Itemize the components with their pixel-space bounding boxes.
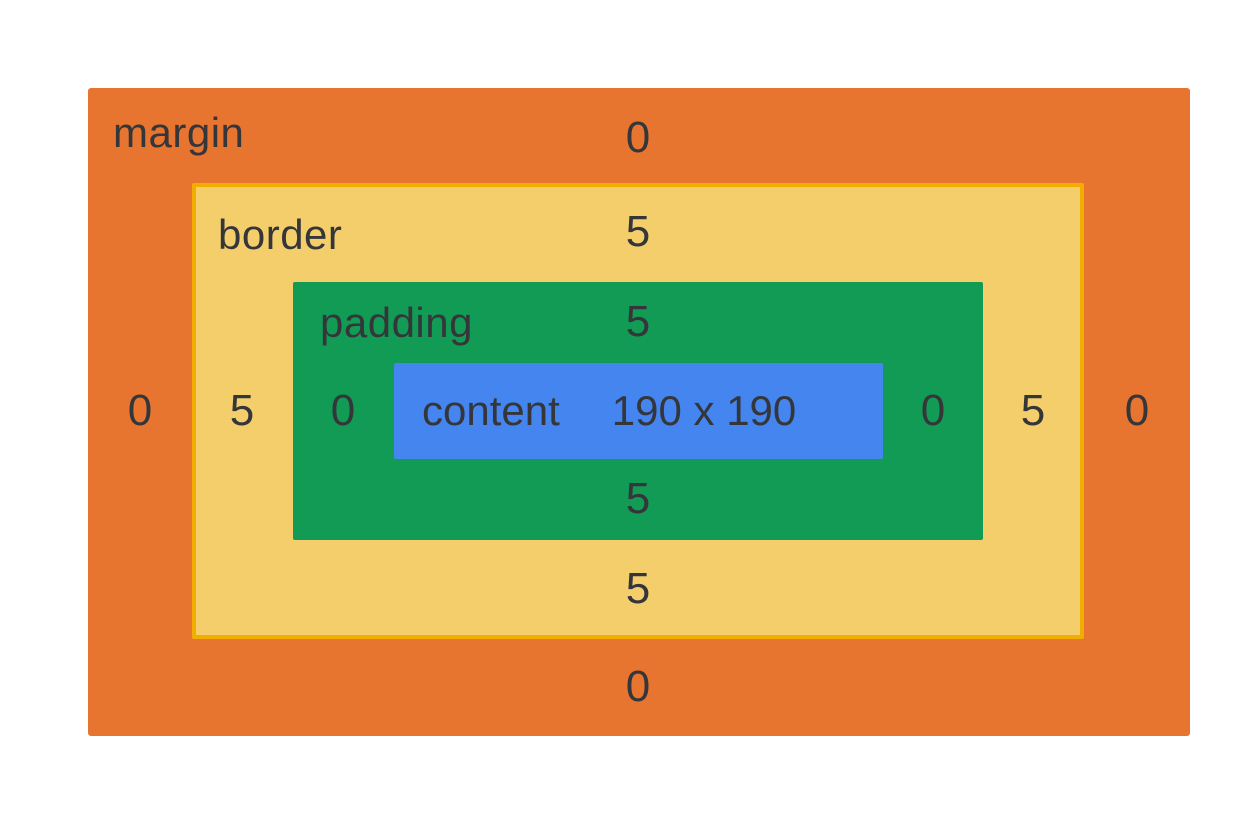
content-box: content 190 x 190 (394, 363, 883, 459)
padding-bottom-value: 5 (625, 474, 651, 523)
padding-top-value: 5 (625, 297, 651, 346)
padding-left-value: 0 (330, 386, 356, 435)
border-left-value: 5 (229, 386, 255, 435)
margin-bottom-value: 0 (625, 662, 651, 711)
padding-right-value: 0 (920, 386, 946, 435)
padding-box: padding 5 0 0 5 content 190 x 190 (293, 282, 983, 540)
content-label: content (422, 387, 560, 434)
border-right-value: 5 (1020, 386, 1046, 435)
margin-right-value: 0 (1124, 386, 1150, 435)
margin-label: margin (113, 109, 245, 156)
margin-top-value: 0 (625, 113, 651, 162)
border-bottom-value: 5 (625, 564, 651, 613)
margin-left-value: 0 (127, 386, 153, 435)
border-top-value: 5 (625, 207, 651, 256)
margin-box: margin 0 0 0 0 border 5 5 5 5 padding 5 … (88, 88, 1190, 736)
padding-label: padding (320, 299, 473, 346)
content-size-value: 190 x 190 (611, 387, 797, 434)
border-label: border (218, 211, 343, 258)
border-box: border 5 5 5 5 padding 5 0 0 5 content 1… (192, 183, 1084, 639)
